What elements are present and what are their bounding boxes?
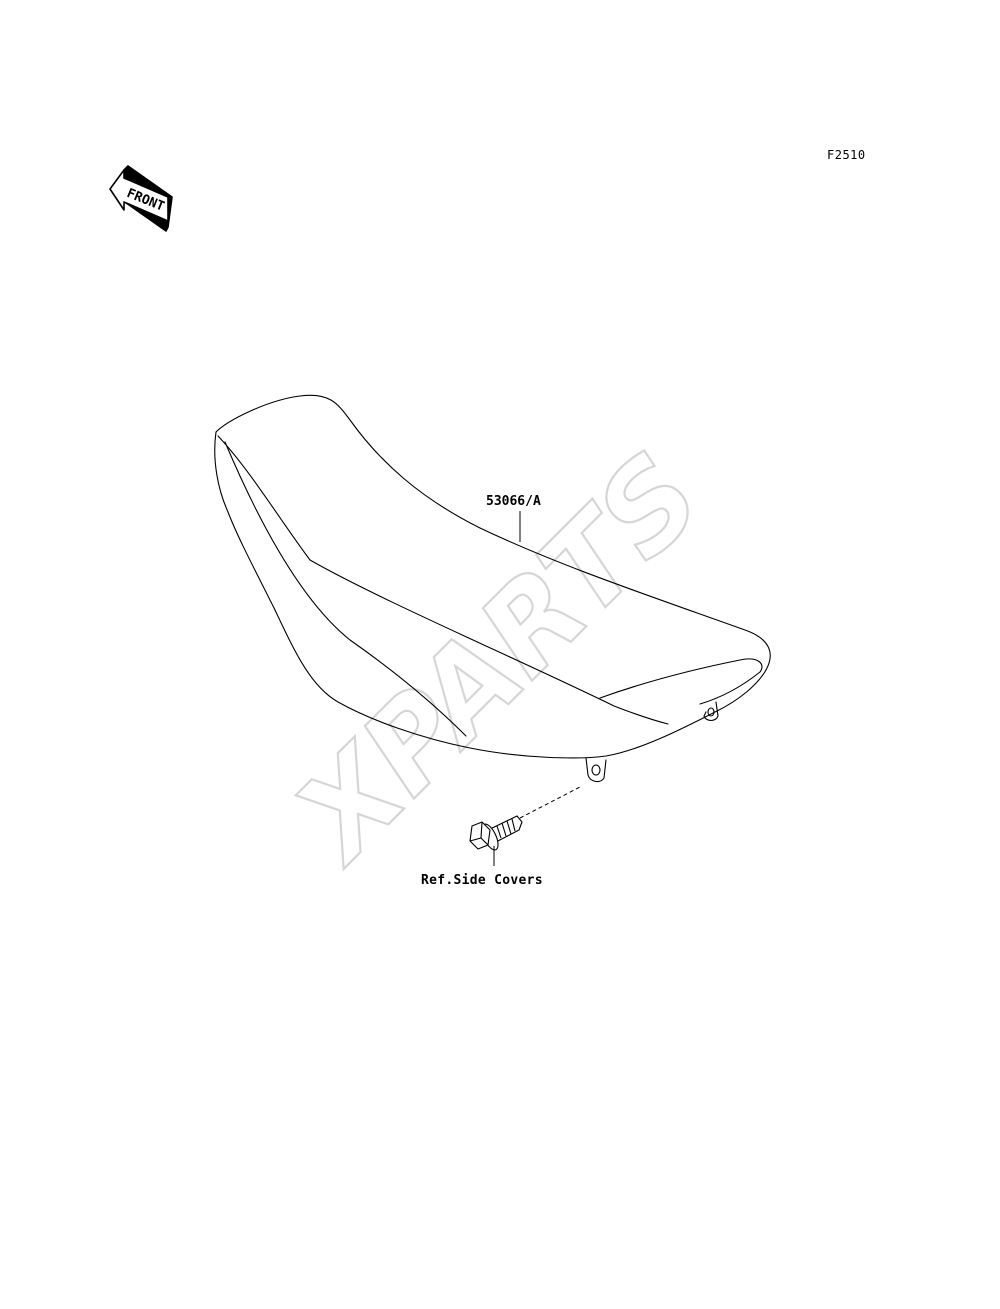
seat-part-number: 53066/A xyxy=(486,494,541,509)
bolt-mount-dashed-line xyxy=(519,786,581,819)
bolt-icon xyxy=(469,815,523,851)
leader-lines xyxy=(493,511,581,866)
front-arrow-icon: FRONT xyxy=(109,165,173,232)
figure-code: F2510 xyxy=(827,148,866,162)
bolt-reference-label: Ref.Side Covers xyxy=(421,873,543,888)
seat xyxy=(214,394,771,783)
